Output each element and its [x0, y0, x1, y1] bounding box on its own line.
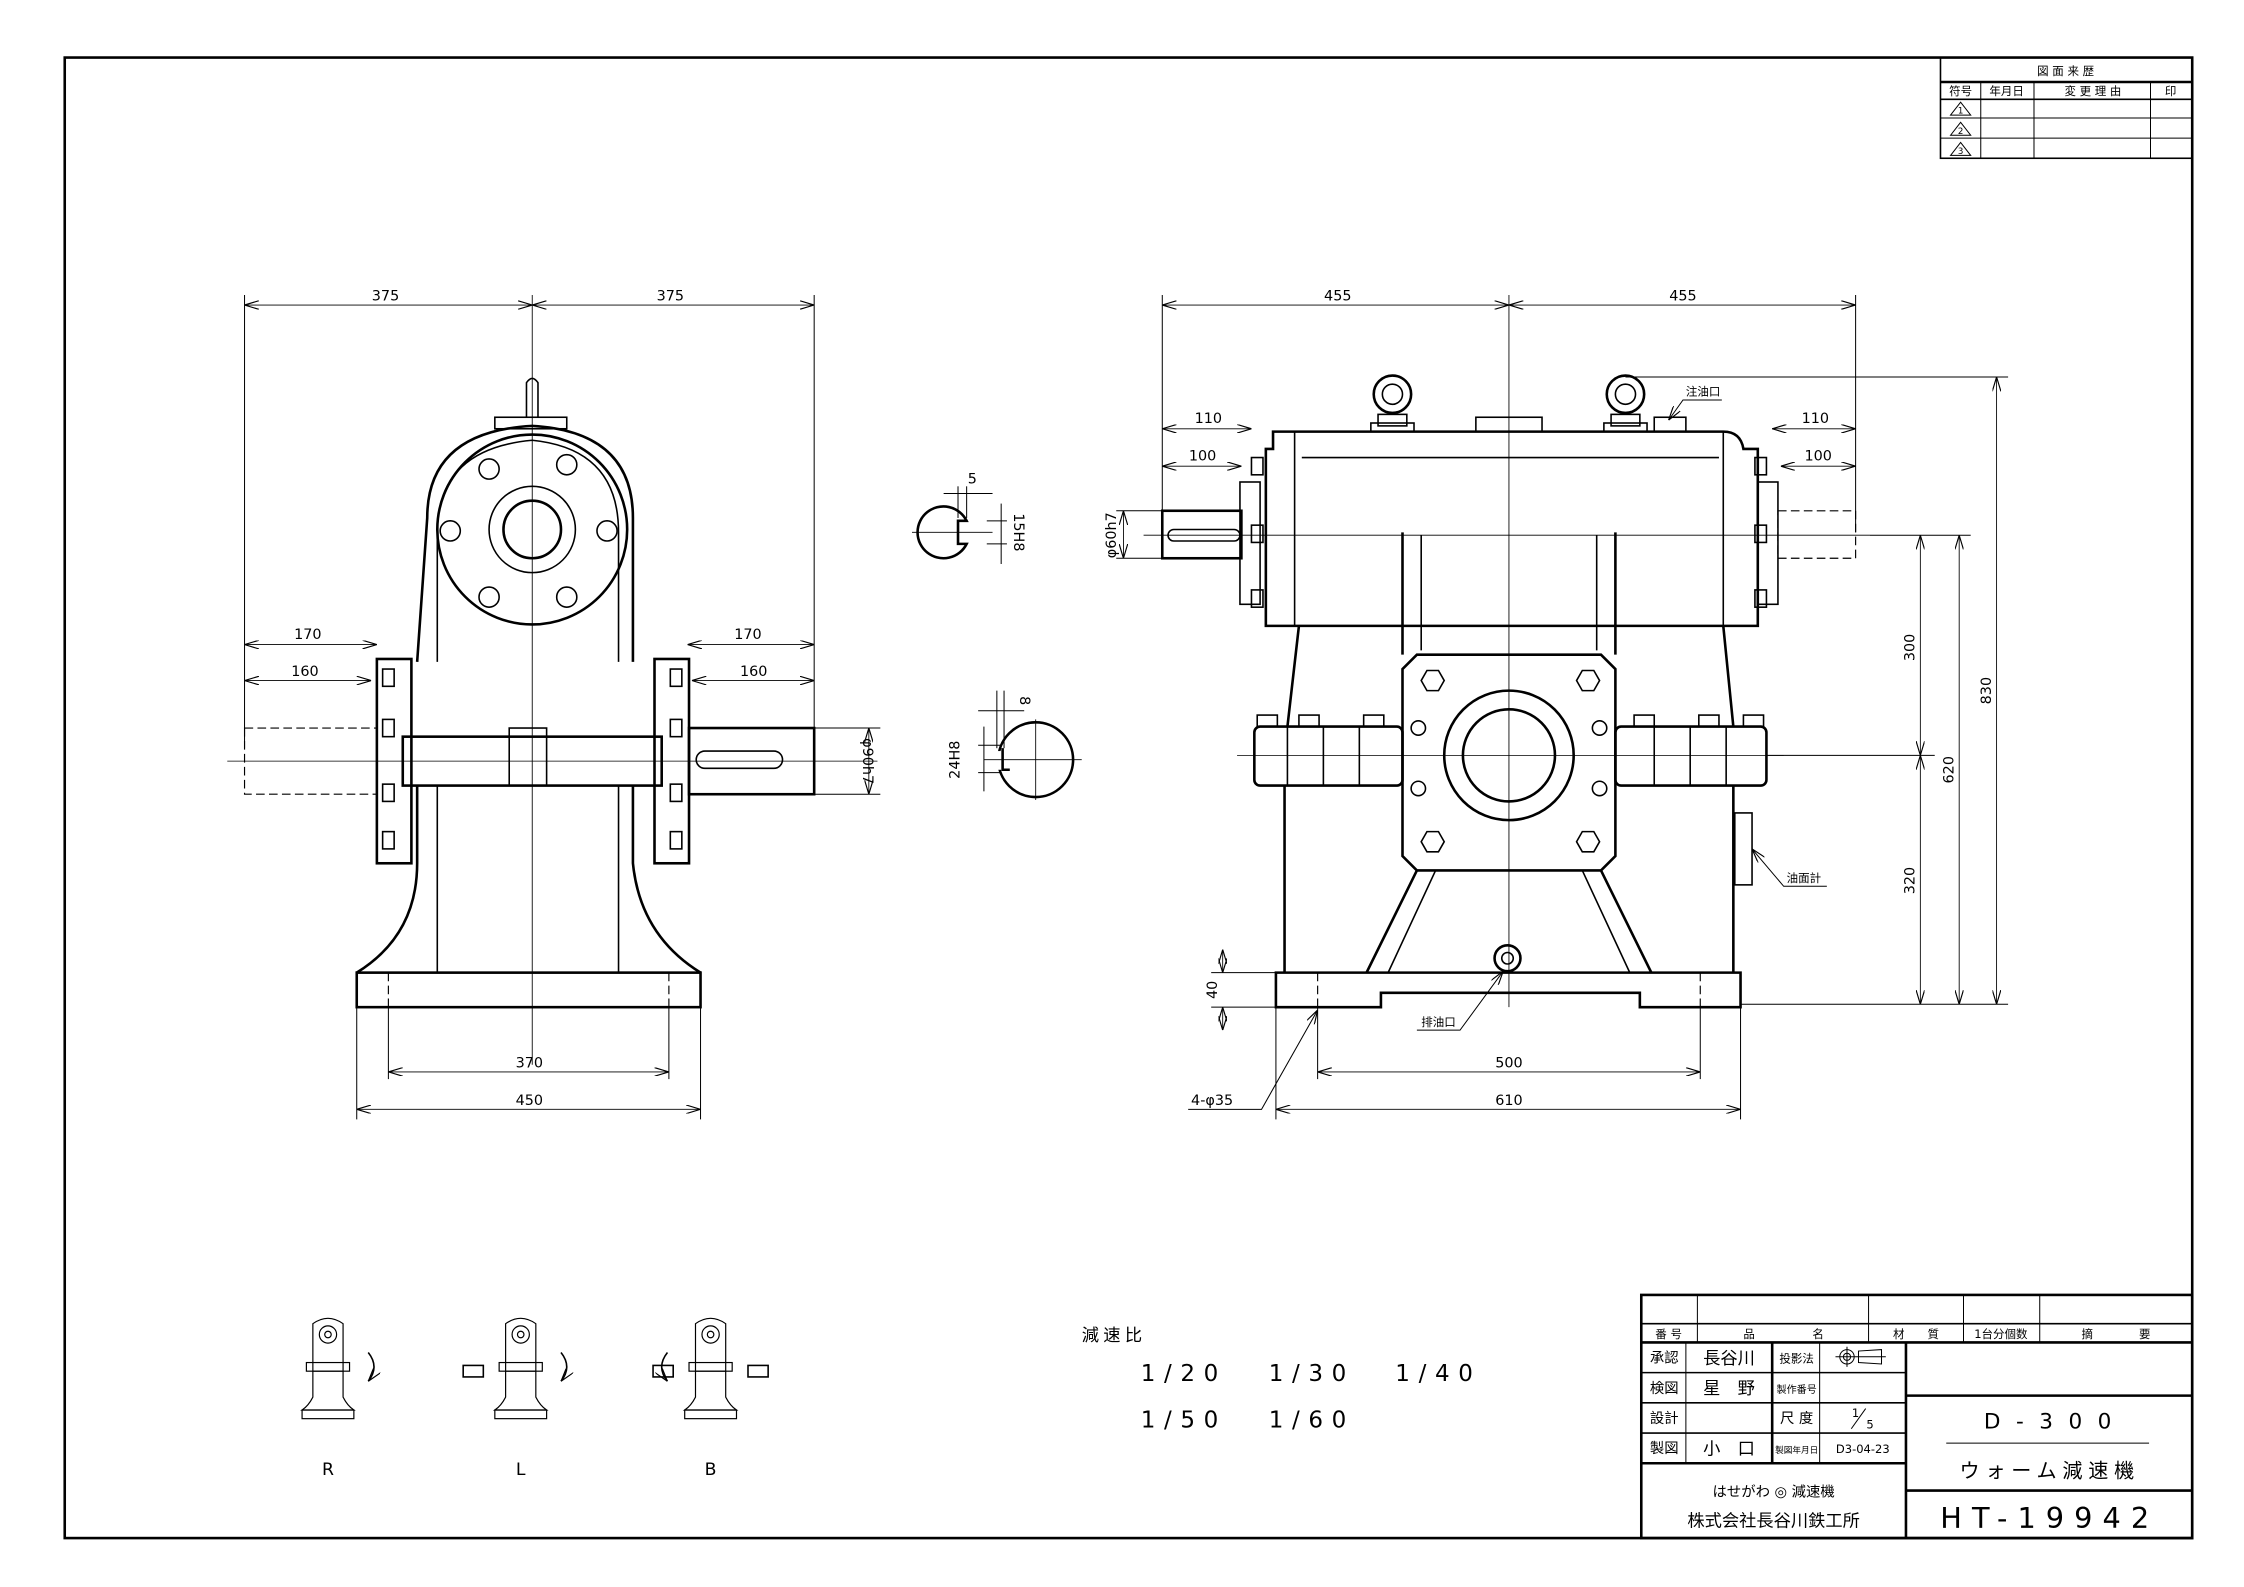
dim-front-upper-height: 300: [1903, 634, 1919, 661]
keyway-section-small: 5 15H8: [911, 471, 1026, 565]
ratio-1-40: 1/40: [1395, 1361, 1481, 1387]
third-angle-projection-icon: [1835, 1346, 1886, 1367]
header-name: 品 名: [1743, 1327, 1823, 1341]
dim-side-base-width: 450: [516, 1093, 543, 1109]
dim-front-lower-height: 320: [1903, 867, 1919, 894]
drawn-label: 製図: [1650, 1440, 1679, 1457]
job-no-label: 製作番号: [1777, 1383, 1817, 1396]
arrangement-l: L: [462, 1317, 567, 1480]
title-block: 番 号 品 名 材 質 1台分個数 摘 要 承認 長谷川 投影法 検図 星 野 …: [1639, 1293, 2194, 1540]
header-material: 材 質: [1893, 1327, 1939, 1341]
dim-front-half-right: 455: [1669, 289, 1696, 305]
eye-bolt: [1370, 374, 1415, 433]
dim-front-total-height: 830: [1979, 677, 1995, 704]
header-remarks: 摘 要: [2081, 1327, 2150, 1341]
dim-side-bolt-pitch: 370: [516, 1056, 543, 1072]
dim-side-shaft-dia: φ90h7: [859, 738, 875, 784]
arrangement-r: R: [301, 1317, 374, 1480]
projection-label: 投影法: [1779, 1352, 1813, 1366]
checked-label: 検図: [1650, 1380, 1679, 1397]
label-oil-gauge: 油面計: [1787, 871, 1821, 885]
product-name: ウォーム減速機: [1960, 1459, 2141, 1483]
date-label: 製図年月日: [1775, 1444, 1818, 1456]
company-brand: はせがわ ◎ 減速機: [1712, 1483, 1834, 1500]
company-name: 株式会社長谷川鉄工所: [1687, 1512, 1859, 1532]
label-oil-drain: 排油口: [1421, 1015, 1455, 1029]
dim-side-shaft-left-outer: 170: [294, 627, 321, 643]
dim-front-shaft-dia: φ60h7: [1104, 512, 1120, 558]
dim-front-shaft-right-inner: 100: [1804, 448, 1831, 464]
dim-front-center-height: 620: [1941, 756, 1957, 783]
dim-front-base-thickness: 40: [1205, 981, 1221, 999]
eye-bolt: [1603, 374, 1648, 433]
dim-front-base-length: 610: [1495, 1093, 1522, 1109]
header-qty: 1台分個数: [1974, 1327, 2028, 1341]
drawing-number: HT-19942: [1940, 1501, 2159, 1535]
keyway-large-depth: 24H8: [947, 741, 963, 779]
header-number: 番 号: [1655, 1327, 1682, 1341]
reduction-ratio-title: 減速比: [1082, 1326, 1147, 1346]
revision-header-seal: 印: [2165, 84, 2176, 98]
revision-symbol-3: 3: [1949, 141, 1972, 157]
side-view: 375 375 170 160 170 160 φ90h7 370 450: [227, 289, 881, 1120]
arrangement-b: B: [652, 1317, 769, 1480]
revision-symbol-2: 2: [1949, 121, 1972, 137]
svg-text:1: 1: [1958, 107, 1963, 117]
scale-label: 尺 度: [1780, 1410, 1813, 1427]
revision-header-symbol: 符号: [1949, 84, 1972, 98]
keyway-section-large: 8 24H8: [947, 690, 1082, 800]
drawn-name: 小 口: [1703, 1440, 1755, 1460]
revision-table-title: 図 面 来 歴: [2037, 64, 2094, 78]
designed-label: 設計: [1650, 1410, 1679, 1427]
dim-side-shaft-left-inner: 160: [291, 664, 318, 680]
revision-header-date: 年月日: [1989, 84, 2023, 98]
dim-front-bolt-pitch: 500: [1495, 1056, 1522, 1072]
keyway-large-width: 8: [1016, 696, 1032, 705]
dim-side-shaft-right-inner: 160: [740, 664, 767, 680]
approved-label: 承認: [1650, 1350, 1679, 1367]
dim-front-half-left: 455: [1324, 289, 1351, 305]
dim-front-shaft-left-outer: 110: [1195, 411, 1222, 427]
keyway-small-depth: 15H8: [1010, 513, 1026, 551]
drawing-date: D3-04-23: [1836, 1442, 1890, 1456]
dim-front-holes: 4-φ35: [1191, 1093, 1233, 1109]
front-view: 455 455 110 100 110 100 φ60h7 300 320 62…: [1104, 289, 2009, 1120]
svg-text:3: 3: [1958, 147, 1963, 157]
dim-front-shaft-right-outer: 110: [1802, 411, 1829, 427]
dim-front-shaft-left-inner: 100: [1189, 448, 1216, 464]
checked-name: 星 野: [1703, 1379, 1755, 1399]
approved-name: 長谷川: [1703, 1349, 1755, 1369]
scale-denominator: 5: [1866, 1418, 1873, 1432]
ratio-1-50: 1/50: [1141, 1407, 1227, 1433]
sheet-border: [63, 56, 2194, 1540]
ratio-1-20: 1/20: [1141, 1361, 1227, 1387]
arrangement-label-r: R: [322, 1460, 334, 1480]
revision-symbol-1: 1: [1949, 101, 1972, 117]
ratio-1-60: 1/60: [1269, 1407, 1355, 1433]
ratio-1-30: 1/30: [1269, 1361, 1355, 1387]
arrangement-label-b: B: [705, 1460, 717, 1480]
dim-side-half-left: 375: [372, 289, 399, 305]
arrangement-label-l: L: [516, 1460, 526, 1480]
revision-table: 図 面 来 歴 符号 年月日 変 更 理 由 印 1 2 3: [1939, 56, 2194, 160]
revision-header-reason: 変 更 理 由: [2064, 84, 2121, 98]
keyway-small-width: 5: [968, 471, 977, 487]
svg-text:2: 2: [1958, 127, 1963, 137]
dim-side-shaft-right-outer: 170: [734, 627, 761, 643]
dim-side-half-right: 375: [657, 289, 684, 305]
scale-numerator: 1: [1852, 1406, 1859, 1420]
reduction-ratio-note: 減速比 1/20 1/30 1/40 1/50 1/60: [1082, 1326, 1481, 1433]
label-oil-inlet: 注油口: [1686, 385, 1720, 399]
model-number: D - 3 0 0: [1984, 1410, 2116, 1435]
arrangement-views: R L B: [301, 1317, 769, 1480]
